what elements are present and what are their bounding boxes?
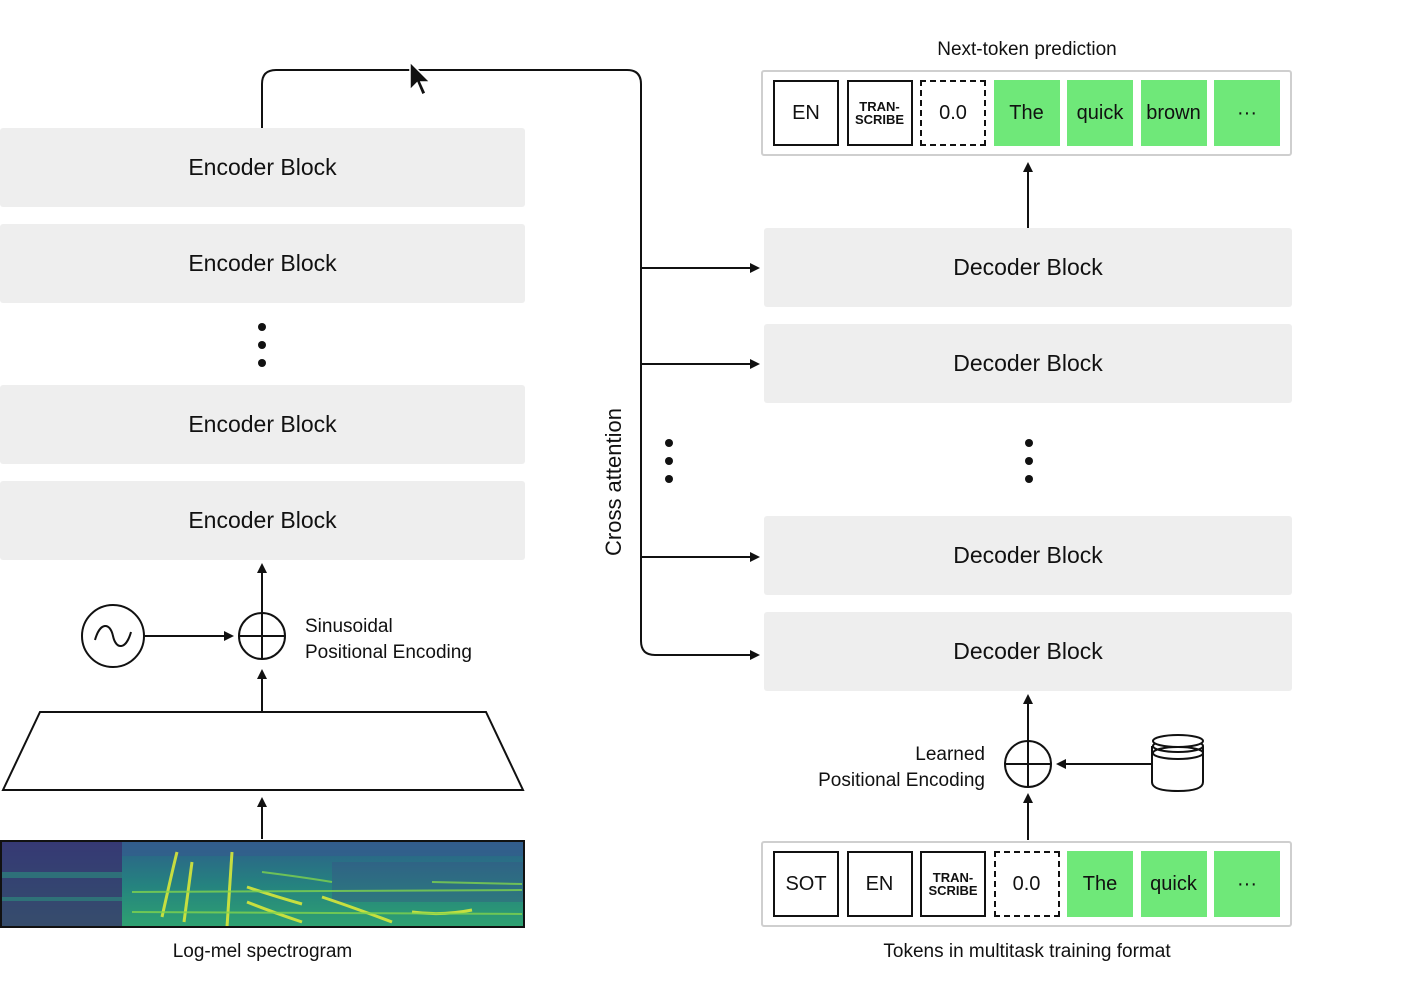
token-text: brown: [1146, 102, 1201, 124]
token-sot: SOT: [773, 851, 839, 917]
cross-attention-ellipsis: [665, 439, 673, 493]
token-text: 0.0: [939, 102, 967, 124]
spectrogram-image: [2, 842, 523, 926]
token-: ···: [1214, 851, 1280, 917]
token-: ···: [1214, 80, 1280, 146]
next-token-caption: Next-token prediction: [937, 39, 1117, 60]
token-text: ···: [1237, 102, 1257, 124]
token-text: TRAN-: [932, 870, 974, 885]
token-text: 0.0: [1012, 873, 1041, 895]
decoder-block-2: Decoder Block: [764, 324, 1292, 403]
token-text: EN: [865, 873, 894, 895]
cross-attention-label: Cross attention: [601, 408, 626, 556]
token-text: The: [1009, 102, 1044, 124]
tokens-caption: Tokens in multitask training format: [883, 941, 1171, 962]
encoder-block-label: Encoder Block: [188, 411, 337, 437]
database-icon: [1152, 739, 1204, 753]
token-text: TRAN-: [859, 99, 900, 114]
encoder-block-2: Encoder Block: [0, 224, 525, 303]
token-en: EN: [773, 80, 839, 146]
token-tran: TRAN-SCRIBE: [920, 851, 986, 917]
token-the: The: [1067, 851, 1133, 917]
token-text: EN: [792, 102, 820, 124]
learned-pos-label: Learned Positional Encoding: [818, 744, 985, 791]
decoder-ellipsis: [1025, 439, 1033, 493]
decoder-block-4: Decoder Block: [764, 612, 1292, 691]
token-tran: TRAN-SCRIBE: [846, 80, 913, 146]
encoder-block-4: Encoder Block: [0, 481, 525, 560]
token-text: SCRIBE: [928, 883, 978, 898]
token-text: The: [1082, 873, 1118, 895]
token-en: EN: [846, 851, 913, 917]
encoder-block-3: Encoder Block: [0, 385, 525, 464]
token-text: ···: [1237, 873, 1257, 895]
conv-label: 2x Conv1D + GELU: [161, 738, 364, 764]
add-icon: [1004, 740, 1052, 788]
token-text: SCRIBE: [854, 112, 905, 127]
token-quick: quick: [1140, 851, 1207, 917]
log-mel-spectrogram: [0, 840, 525, 928]
encoder-block-label: Encoder Block: [188, 250, 337, 276]
encoder-block-label: Encoder Block: [188, 507, 337, 533]
sinusoidal-label: Sinusoidal Positional Encoding: [305, 616, 472, 663]
decoder-block-1: Decoder Block: [764, 228, 1292, 307]
token-the: The: [993, 80, 1060, 146]
encoder-block-label: Encoder Block: [188, 154, 337, 180]
sine-wave-icon: [81, 604, 145, 668]
token-text: SOT: [785, 873, 827, 895]
mouse-cursor-icon: [409, 60, 432, 97]
decoder-block-label: Decoder Block: [953, 542, 1103, 568]
token-00: 0.0: [920, 80, 986, 146]
decoder-block-label: Decoder Block: [953, 254, 1103, 280]
add-icon: [238, 612, 286, 660]
token-brown: brown: [1140, 80, 1207, 146]
encoder-ellipsis: [258, 323, 266, 377]
encoder-block-1: Encoder Block: [0, 128, 525, 207]
spectrogram-caption: Log-mel spectrogram: [172, 941, 353, 962]
decoder-block-3: Decoder Block: [764, 516, 1292, 595]
decoder-block-label: Decoder Block: [953, 350, 1103, 376]
token-00: 0.0: [993, 851, 1060, 917]
token-text: quick: [1150, 873, 1197, 895]
decoder-block-label: Decoder Block: [953, 638, 1103, 664]
token-text: quick: [1076, 102, 1124, 124]
token-quick: quick: [1067, 80, 1133, 146]
